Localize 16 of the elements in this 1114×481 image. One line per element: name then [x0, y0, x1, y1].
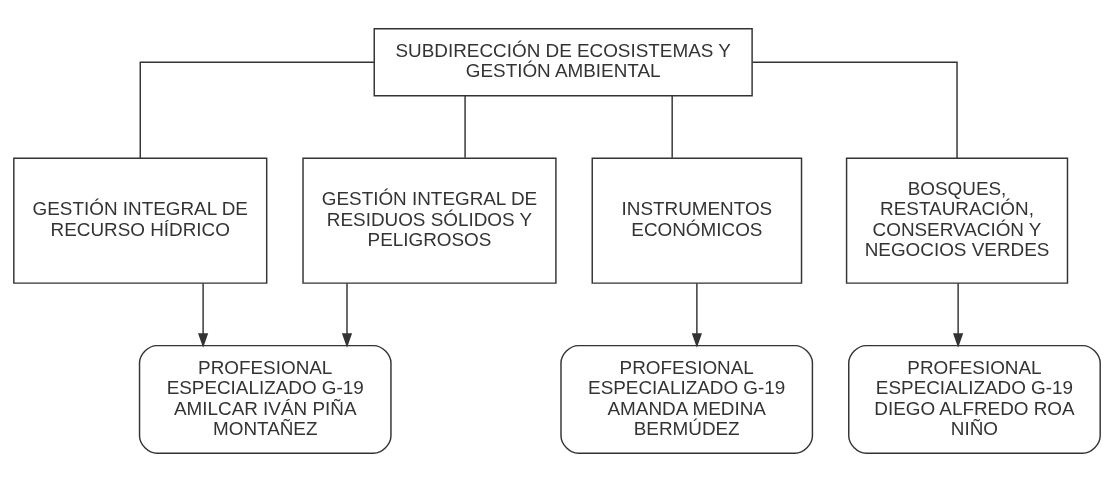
node-box: PROFESIONAL ESPECIALIZADO G-19 AMANDA MEDINA BERMÚDEZ — [560, 344, 814, 454]
connector — [751, 61, 958, 159]
node-box: GESTIÓN INTEGRAL DE RESIDUOS SÓLIDOS Y PELIGROSOS — [302, 156, 557, 284]
node-box: PROFESIONAL ESPECIALIZADO G-19 AMILCAR IVÁN PIÑA MONTAÑEZ — [138, 344, 392, 454]
connector — [139, 61, 375, 159]
arrow — [341, 281, 353, 348]
arrow — [691, 281, 702, 348]
connector — [671, 94, 673, 158]
node-box: GESTIÓN INTEGRAL DE RECURSO HÍDRICO — [13, 156, 268, 284]
connector — [464, 94, 466, 158]
arrow — [953, 281, 964, 348]
node-box: SUBDIRECCIÓN DE ECOSISTEMAS Y GESTIÓN AMBIENTAL — [373, 27, 753, 96]
arrow — [198, 281, 209, 348]
node-box: INSTRUMENTOS ECONÓMICOS — [591, 156, 803, 284]
node-box: PROFESIONAL ESPECIALIZADO G-19 DIEGO ALFREDO ROA NIÑO — [848, 344, 1101, 454]
node-box: BOSQUES, RESTAURACIÓN, CONSERVACIÓN Y NEGOCIOS VERDES — [845, 156, 1069, 284]
